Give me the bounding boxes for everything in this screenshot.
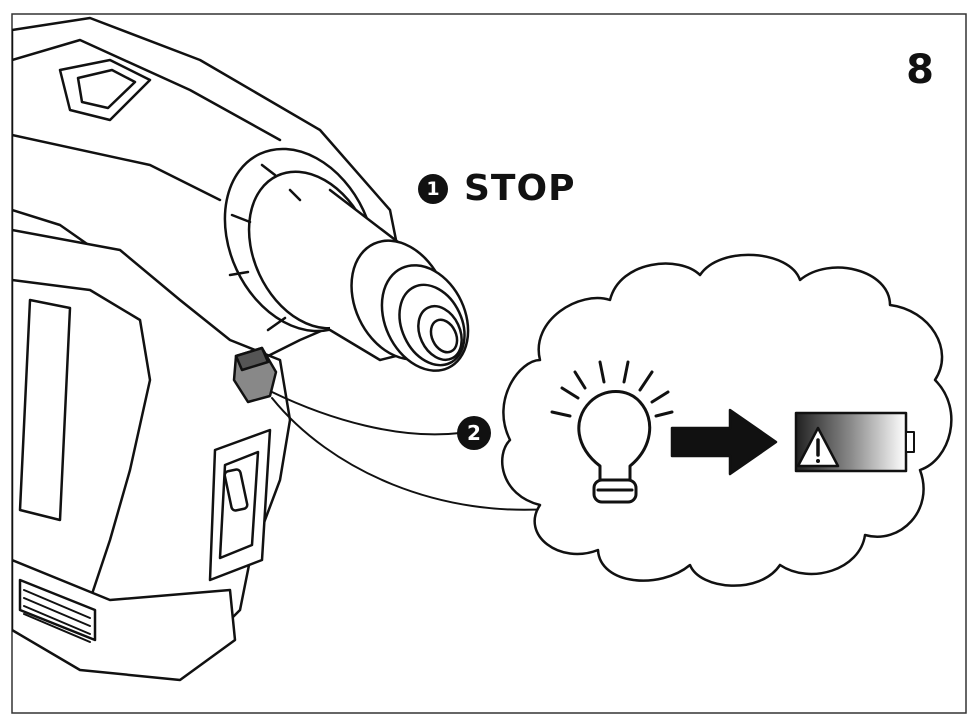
figure-number: 8 [906, 47, 934, 93]
step-1-badge: 1 [418, 173, 448, 204]
step-2-badge: 2 [457, 416, 491, 450]
step-1: 1 STOP [418, 168, 575, 209]
light-bulb-icon [550, 360, 674, 504]
stop-label: STOP [464, 168, 576, 209]
battery-low-warning-icon [794, 411, 915, 473]
heat-gun-icon [12, 16, 470, 682]
trigger-switch-icon [232, 346, 278, 404]
arrow-right-icon [670, 408, 778, 476]
